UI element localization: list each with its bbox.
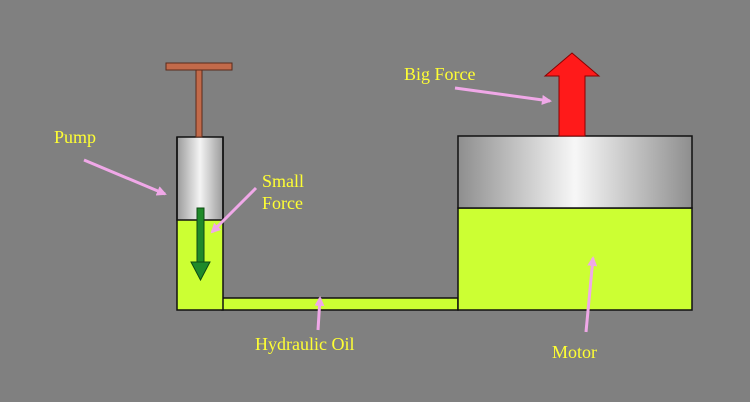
hydraulic-oil-label: Hydraulic Oil bbox=[255, 334, 355, 354]
small-force-label-line2: Force bbox=[262, 193, 303, 213]
pump-handle-bar bbox=[165, 62, 233, 71]
small-force-arrow bbox=[190, 207, 211, 282]
small-force-label: Small Force bbox=[262, 170, 304, 214]
big-force-label: Big Force bbox=[404, 64, 476, 84]
pump-cylinder-outline bbox=[176, 137, 224, 311]
small-force-label-line1: Small bbox=[262, 171, 305, 191]
motor-oil bbox=[457, 207, 693, 311]
pump-label: Pump bbox=[54, 127, 97, 147]
motor-pointer-arrow bbox=[584, 256, 598, 333]
oil-pipe bbox=[221, 297, 459, 311]
motor-piston bbox=[457, 135, 693, 209]
oil-pointer-arrow bbox=[314, 296, 325, 331]
pump-handle-rod bbox=[195, 69, 203, 138]
pump-pointer-arrow bbox=[83, 158, 167, 196]
big-force-arrow bbox=[543, 52, 601, 137]
small-force-pointer-arrow bbox=[210, 186, 258, 234]
motor-label: Motor bbox=[552, 342, 597, 362]
pump-piston bbox=[176, 136, 224, 221]
big-force-pointer-arrow bbox=[454, 86, 552, 105]
